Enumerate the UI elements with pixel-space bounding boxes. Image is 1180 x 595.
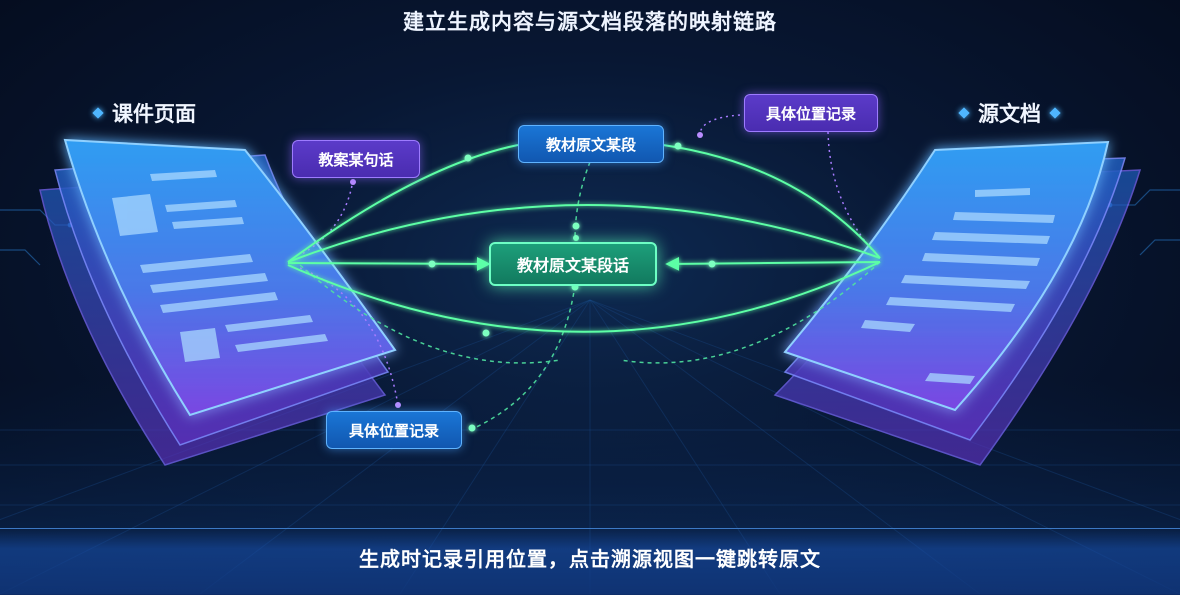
source-page-content: [861, 188, 1055, 384]
tag-position-record-left: 具体位置记录: [326, 411, 462, 449]
solid-link-lines: [287, 144, 881, 333]
source-document-label: 源文档: [958, 98, 1061, 128]
footer-bar: [0, 528, 1180, 595]
diamond-icon: [1049, 107, 1061, 119]
courseware-label-text: 课件页面: [112, 102, 196, 126]
tag-position-record-right: 具体位置记录: [744, 94, 878, 132]
source-document-stack: [773, 140, 1142, 466]
source-document-label-text: 源文档: [978, 102, 1041, 126]
link-dots: [428, 142, 716, 432]
tag-lesson-sentence: 教案某句话: [292, 140, 420, 178]
diamond-icon: [958, 107, 970, 119]
dashed-link-lines: [299, 161, 881, 431]
purple-leader-dots: [350, 132, 703, 408]
tag-textbook-paragraph-sentence: 教材原文某段话: [489, 242, 657, 286]
diamond-icon: [92, 107, 104, 119]
courseware-page-content: [112, 170, 328, 362]
courseware-label: 课件页面: [92, 98, 196, 128]
diagram-title: 建立生成内容与源文档段落的映射链路: [403, 10, 777, 34]
courseware-document-stack: [39, 138, 397, 466]
tag-textbook-paragraph: 教材原文某段: [518, 125, 664, 163]
footer-caption: 生成时记录引用位置，点击溯源视图一键跳转原文: [359, 547, 821, 571]
